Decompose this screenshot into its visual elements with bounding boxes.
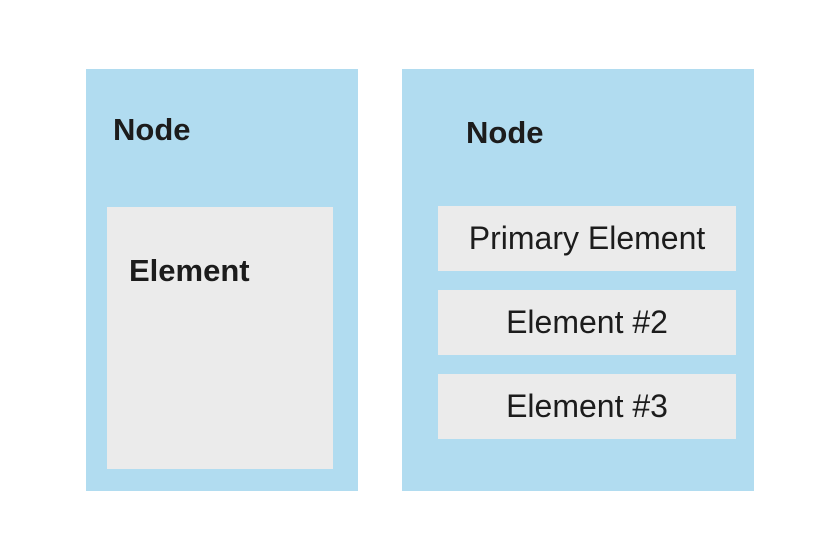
element-box: Element	[107, 207, 333, 469]
node-multiple-elements: Node Primary Element Element #2 Element …	[402, 69, 754, 491]
node-title: Node	[466, 115, 544, 150]
node-title: Node	[113, 112, 191, 147]
element-2-box: Element #2	[438, 290, 736, 355]
element-label: Element	[129, 253, 250, 288]
primary-element-box: Primary Element	[438, 206, 736, 271]
element-3-box: Element #3	[438, 374, 736, 439]
node-single-element: Node Element	[86, 69, 358, 491]
